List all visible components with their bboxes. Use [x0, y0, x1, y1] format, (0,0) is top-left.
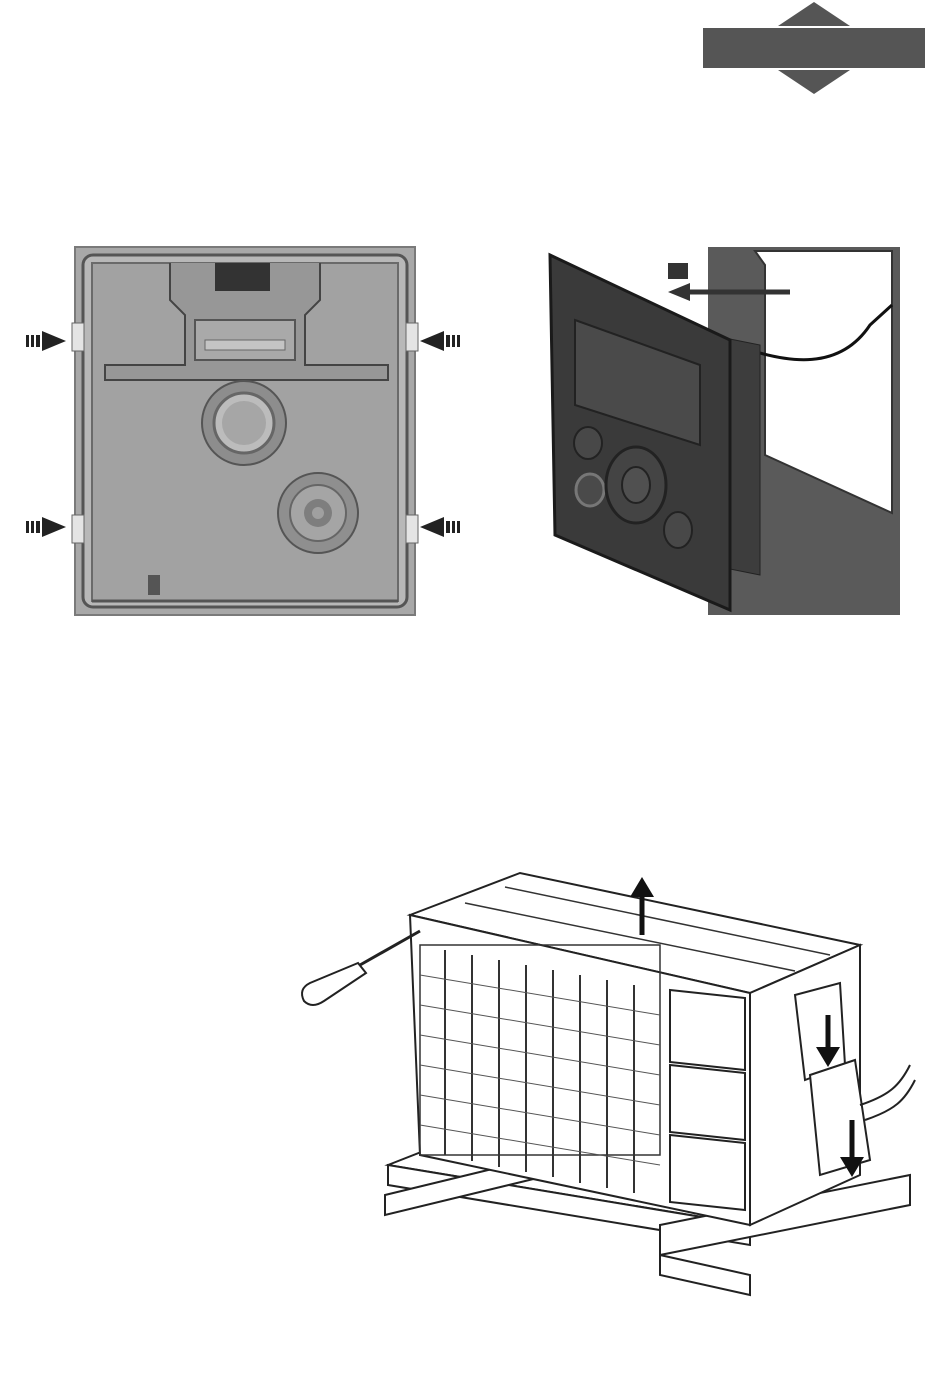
back-plate-figure: [20, 245, 480, 617]
outdoor-unit-icon: [290, 865, 920, 1305]
controller-icon: [540, 245, 910, 617]
header-badge: [700, 0, 928, 96]
back-plate-icon: [20, 245, 480, 617]
controller-figure: [540, 245, 910, 617]
outdoor-unit-figure: [290, 865, 920, 1305]
diamond-banner-icon: [700, 0, 928, 96]
